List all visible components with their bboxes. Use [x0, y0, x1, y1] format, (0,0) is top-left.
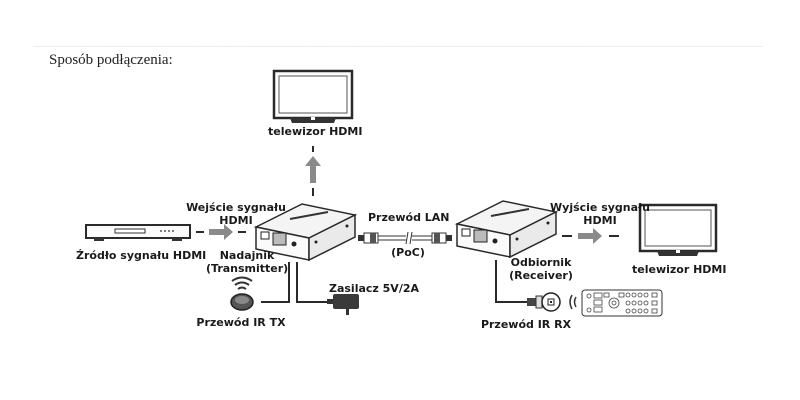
header-divider [33, 46, 763, 47]
tv-top-label: telewizor HDMI [268, 125, 363, 138]
tv-right-icon [638, 203, 718, 256]
hdmi-in-arrow [196, 224, 246, 240]
ir-rx-label: Przewód IR RX [480, 318, 572, 331]
power-adapter-label: Zasilacz 5V/2A [328, 282, 419, 295]
power-adapter-icon [327, 294, 359, 315]
receiver-label-line1: Odbiornik [510, 256, 572, 269]
transmitter-cables [261, 262, 327, 303]
ir-tx-label: Przewód IR TX [196, 316, 286, 329]
receiver-label-line2: (Receiver) [509, 269, 573, 282]
hdmi-input-label: Wejście sygnału HDMI [184, 201, 288, 227]
hdmi-out-arrow [562, 228, 619, 244]
receiver-device-icon [454, 200, 559, 259]
hdmi-up-arrow [305, 146, 321, 196]
tv-top-icon [272, 69, 354, 123]
remote-control-icon [581, 289, 663, 317]
hdmi-output-label: Wyjście sygnału HDMI [550, 201, 650, 227]
poc-label: (PoC) [391, 246, 425, 259]
lan-cable-label: Przewód LAN [368, 211, 450, 224]
hdmi-output-label-line2: HDMI [583, 214, 617, 227]
page-title: Sposób podłączenia: [49, 52, 173, 68]
transmitter-label-line1: Nadajnik [219, 249, 275, 262]
hdmi-input-label-line2: HDMI [219, 214, 253, 227]
ir-signal-waves-icon [569, 294, 577, 310]
transmitter-label-line2: (Transmitter) [206, 262, 289, 275]
receiver-label: Odbiornik (Receiver) [506, 256, 576, 282]
transmitter-label: Nadajnik (Transmitter) [206, 249, 288, 275]
lan-cable-icon [358, 231, 452, 245]
hdmi-source-device-icon [85, 224, 191, 241]
receiver-ir-cable [495, 260, 527, 303]
ir-tx-emitter-icon [230, 276, 254, 311]
hdmi-output-label-line1: Wyjście sygnału [550, 201, 650, 214]
source-label: Źródło sygnału HDMI [76, 249, 207, 262]
hdmi-input-label-line1: Wejście sygnału [186, 201, 286, 214]
tv-right-label: telewizor HDMI [632, 263, 727, 276]
ir-rx-receiver-icon [527, 292, 561, 312]
transmitter-device-icon [253, 203, 358, 262]
